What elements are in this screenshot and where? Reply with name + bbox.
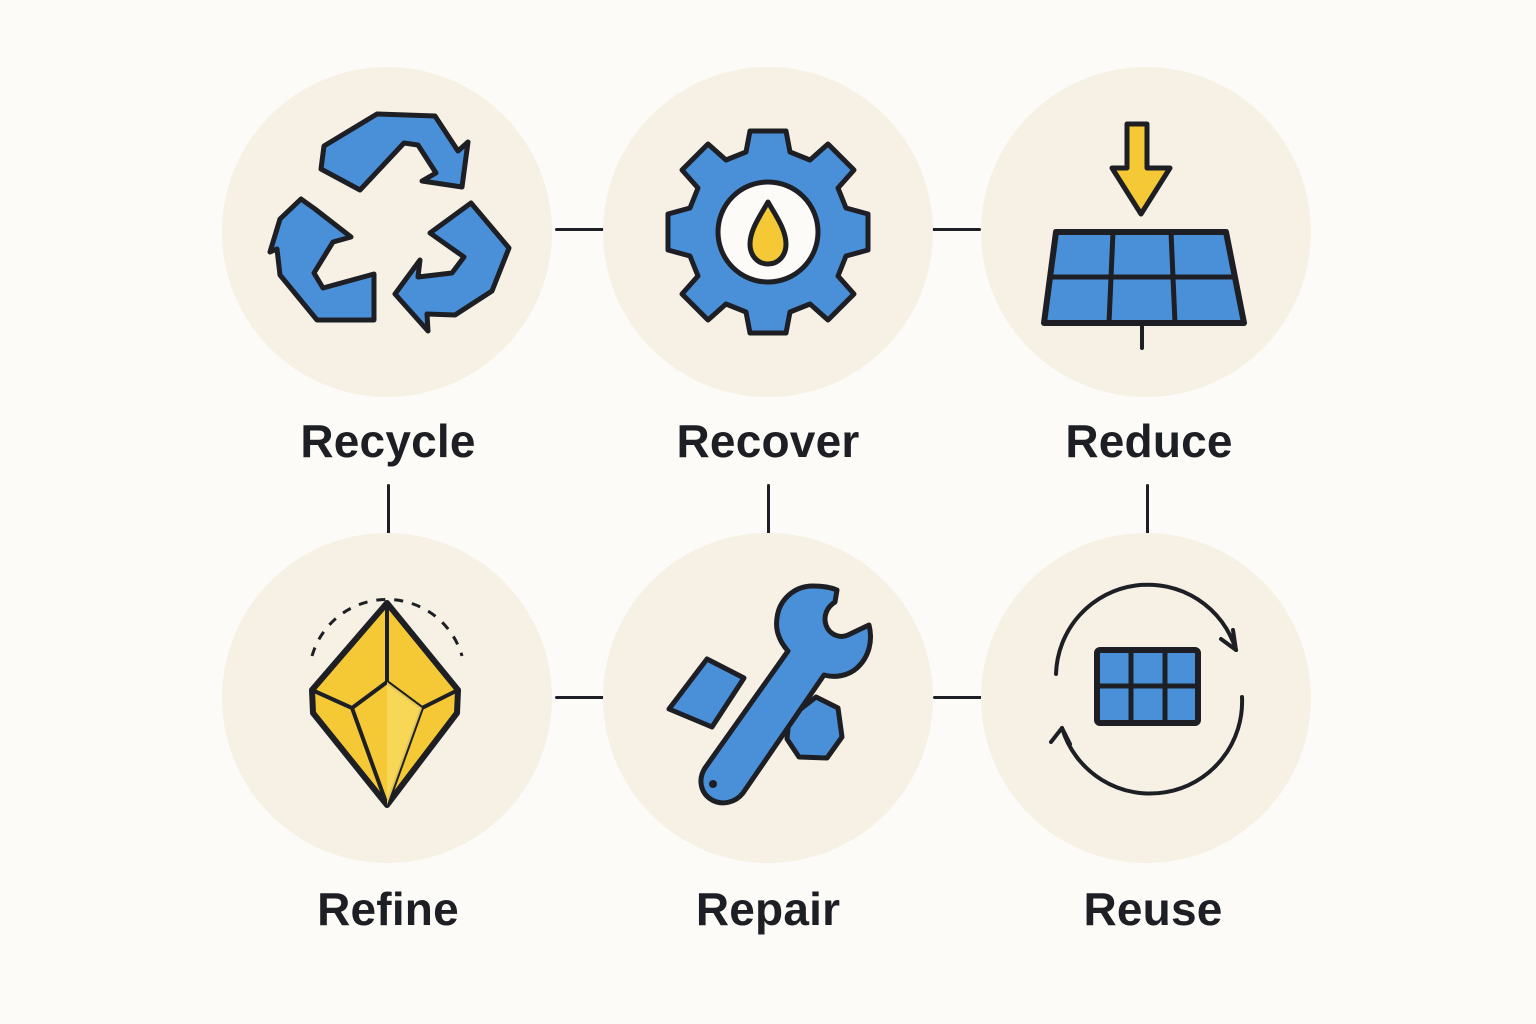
diamond-gem-icon <box>222 533 552 863</box>
gear-drop-icon <box>603 67 933 397</box>
label-recycle: Recycle <box>300 415 476 467</box>
label-recover: Recover <box>676 415 860 467</box>
connector-reduce-reuse <box>1146 484 1149 534</box>
node-reuse <box>981 533 1311 863</box>
node-recover <box>603 67 933 397</box>
connector-recover-reduce <box>931 228 981 231</box>
connector-refine-repair <box>555 696 605 699</box>
label-reduce: Reduce <box>1065 415 1233 467</box>
connector-recycle-recover <box>555 228 607 231</box>
panel-cycle-icon <box>981 533 1311 863</box>
recycle-icon <box>222 67 552 397</box>
node-repair <box>603 533 933 863</box>
node-reduce <box>981 67 1311 397</box>
label-reuse: Reuse <box>1083 883 1223 935</box>
label-refine: Refine <box>317 883 459 935</box>
node-refine <box>222 533 552 863</box>
solar-panel-arrow-icon <box>981 67 1311 397</box>
node-recycle <box>222 67 552 397</box>
wrench-repair-icon <box>603 533 933 863</box>
label-repair: Repair <box>695 883 841 935</box>
connector-repair-reuse <box>933 696 982 699</box>
connector-recycle-refine <box>387 484 390 534</box>
connector-recover-repair <box>767 484 770 534</box>
